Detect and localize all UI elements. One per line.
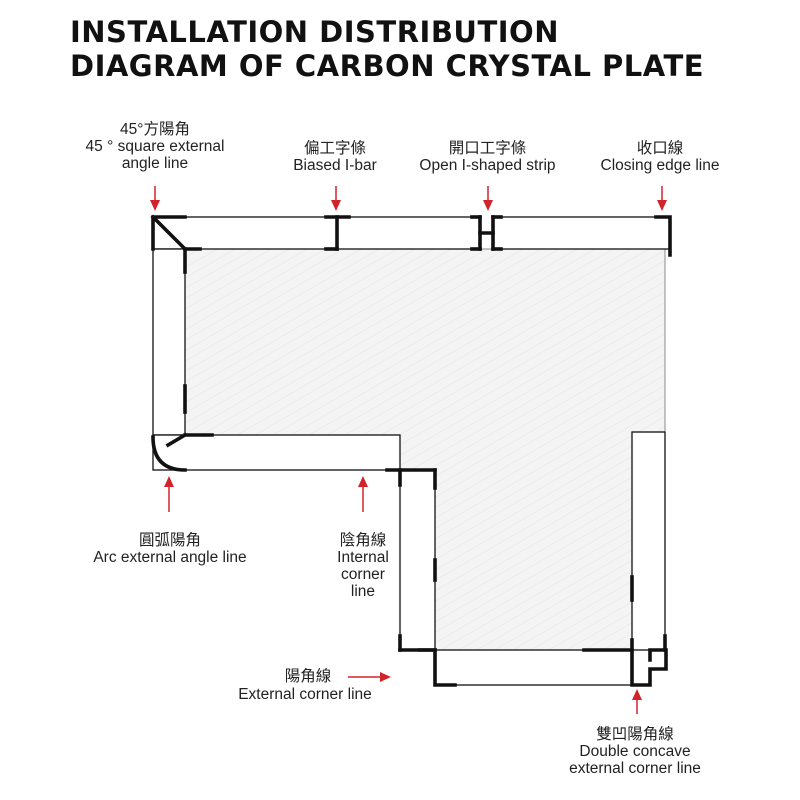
label-double-concave-en-2: external corner line bbox=[569, 760, 701, 777]
label-internal-corner-en-1: Internal bbox=[337, 549, 389, 566]
label-square-angle-zh: 45°方陽角 bbox=[120, 121, 190, 138]
label-arc-angle-zh: 圓弧陽角 bbox=[138, 532, 201, 549]
label-biased-ibar-en: Biased I-bar bbox=[293, 157, 377, 174]
label-closing-edge-zh: 收口線 bbox=[636, 140, 684, 157]
arrow-external-corner bbox=[348, 672, 391, 682]
open-ibar-profile bbox=[470, 215, 503, 251]
label-external-corner-en: External corner line bbox=[238, 686, 372, 703]
arrow-closing-edge bbox=[657, 186, 667, 211]
arrow-arc-angle bbox=[164, 476, 174, 512]
external-corner-profile bbox=[398, 648, 457, 687]
label-external-corner-zh: 陽角線 bbox=[284, 668, 332, 685]
label-external-corner-zh-wrap: 陽角線 bbox=[268, 668, 348, 685]
biased-ibar-profile bbox=[324, 215, 351, 251]
label-internal-corner-zh: 陰角線 bbox=[339, 532, 387, 549]
arrow-open-ibar bbox=[483, 186, 493, 211]
arrow-biased-ibar bbox=[331, 186, 341, 211]
double-concave-profile bbox=[582, 634, 668, 687]
label-internal-corner-en-2: corner bbox=[341, 566, 385, 583]
label-internal-corner-en-3: line bbox=[350, 583, 376, 600]
middle-trim-strip bbox=[152, 434, 401, 471]
label-external-corner-en-wrap: External corner line bbox=[215, 686, 395, 703]
label-double-concave-en-1: Double concave bbox=[579, 743, 691, 760]
bottom-trim-strip bbox=[434, 649, 633, 686]
arc-angle-profile bbox=[151, 432, 214, 472]
label-open-ibar-zh: 開口工字條 bbox=[448, 140, 527, 157]
internal-corner-profile bbox=[385, 468, 437, 490]
label-square-angle-en-2: angle line bbox=[121, 155, 189, 172]
square-angle-profile bbox=[150, 214, 202, 274]
diagram-title-line-2: DIAGRAM OF CARBON CRYSTAL PLATE bbox=[70, 49, 705, 83]
closing-edge-profile bbox=[654, 215, 672, 257]
arrow-square-angle bbox=[150, 186, 160, 211]
label-open-ibar: 開口工字條 Open I-shaped strip bbox=[405, 140, 570, 174]
right-trim-strip bbox=[631, 431, 666, 651]
label-internal-corner: 陰角線 Internal corner line bbox=[318, 532, 408, 600]
diagram-title-line-1: INSTALLATION DISTRIBUTION bbox=[70, 15, 559, 49]
arrow-internal-corner bbox=[358, 476, 368, 512]
label-closing-edge-en: Closing edge line bbox=[600, 157, 720, 174]
label-double-concave: 雙凹陽角線 Double concave external corner lin… bbox=[545, 726, 725, 777]
label-biased-ibar-zh: 偏工字條 bbox=[303, 140, 366, 157]
label-closing-edge: 收口線 Closing edge line bbox=[585, 140, 735, 174]
label-square-angle-en-1: 45 ° square external bbox=[85, 138, 225, 155]
arrow-double-concave bbox=[632, 689, 642, 714]
lower-left-trim-strip bbox=[399, 469, 436, 651]
label-double-concave-zh: 雙凹陽角線 bbox=[596, 726, 674, 743]
top-right-trim-strip bbox=[492, 216, 671, 250]
label-arc-angle: 圓弧陽角 Arc external angle line bbox=[70, 532, 270, 566]
left-trim-strip bbox=[152, 248, 186, 436]
label-square-angle: 45°方陽角 45 ° square external angle line bbox=[60, 121, 250, 172]
label-biased-ibar: 偏工字條 Biased I-bar bbox=[270, 140, 400, 174]
label-open-ibar-en: Open I-shaped strip bbox=[419, 157, 556, 174]
top-trim-strip bbox=[152, 216, 481, 250]
label-arc-angle-en: Arc external angle line bbox=[93, 549, 247, 566]
